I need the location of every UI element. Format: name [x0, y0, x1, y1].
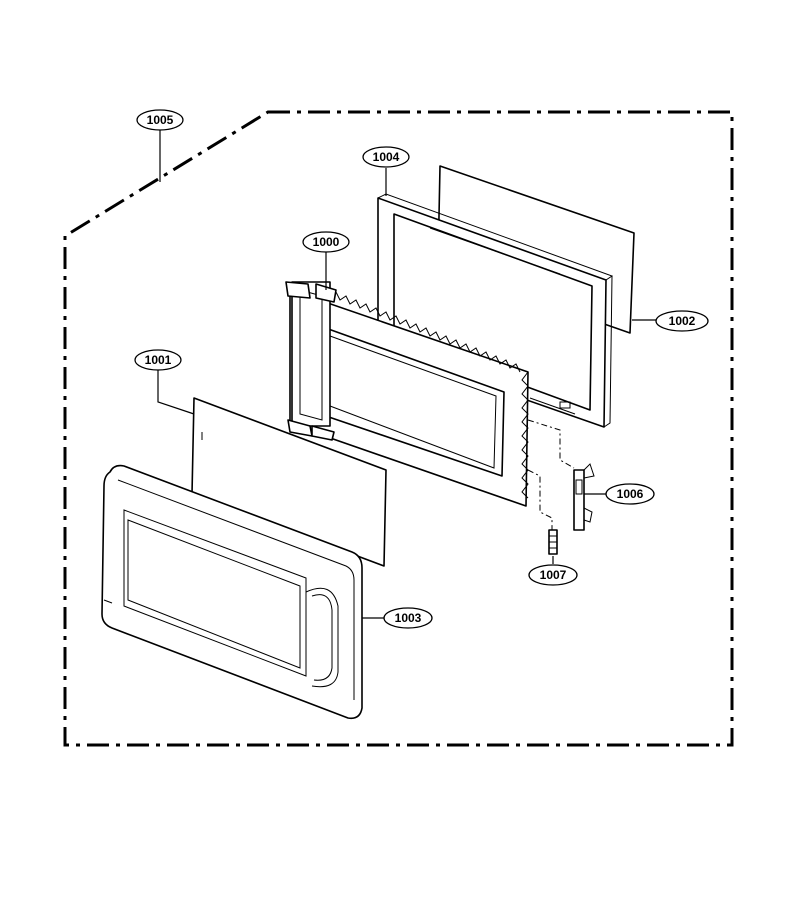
callout-1002: 1002: [655, 310, 709, 332]
callout-1007-label: 1007: [540, 568, 567, 582]
part-1006-latch: [573, 463, 595, 531]
callout-1005: 1005: [136, 109, 184, 131]
callout-1004: 1004: [362, 146, 410, 168]
callout-1003: 1003: [383, 607, 433, 629]
callout-1000-label: 1000: [313, 235, 340, 249]
callout-1007: 1007: [528, 564, 578, 586]
leader-1001: [157, 370, 195, 415]
spring-assembly-line: [527, 469, 553, 530]
assembly-boundary: [63, 110, 734, 747]
part-1001-glass: [191, 397, 387, 567]
callout-1005-label: 1005: [147, 113, 174, 127]
part-1004-frame: [377, 193, 614, 428]
callout-1003-label: 1003: [395, 611, 422, 625]
callout-1001: 1001: [134, 349, 182, 371]
part-1000-door-frame: [285, 281, 529, 507]
callout-1000: 1000: [302, 231, 350, 253]
callout-1006: 1006: [605, 483, 655, 505]
callout-1002-label: 1002: [669, 314, 696, 328]
latch-assembly-line: [527, 419, 575, 469]
part-1007-spring: [548, 529, 558, 555]
callout-1004-label: 1004: [373, 150, 400, 164]
callout-1006-label: 1006: [617, 487, 644, 501]
part-1003-outer-door: [101, 464, 363, 720]
callout-1001-label: 1001: [145, 353, 172, 367]
